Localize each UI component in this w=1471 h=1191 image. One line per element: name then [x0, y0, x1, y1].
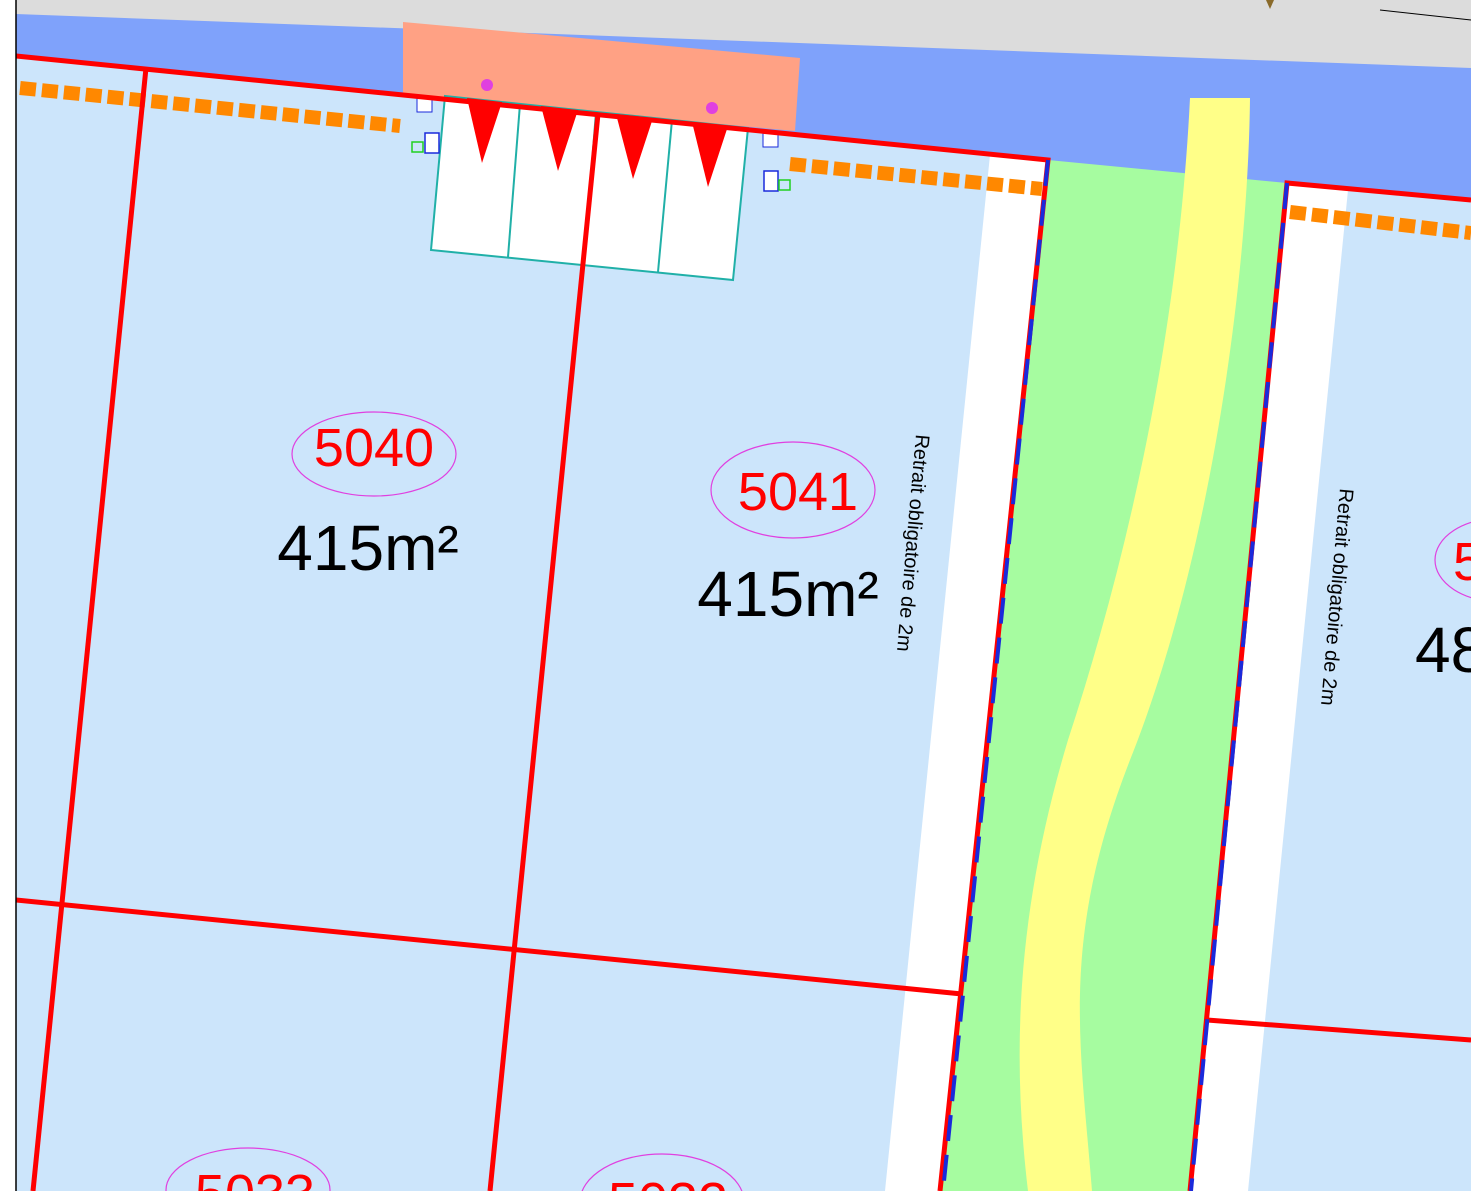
- lot-block-left: [16, 56, 1048, 1191]
- lighting-point-icons: [481, 79, 718, 114]
- lot-area-5041: 415m²: [697, 558, 878, 630]
- lot-number-ellipses: [165, 411, 1471, 1191]
- easement-dashed-lines: [941, 159, 1289, 1191]
- north-marker-icon: [1266, 0, 1274, 9]
- lot-number-5041: 5041: [738, 462, 858, 522]
- lot-number-5033: 5033: [195, 1164, 315, 1191]
- parking-markers: [467, 98, 728, 187]
- setback-strip-right: [1190, 183, 1348, 1191]
- setback-strip-left: [885, 155, 1048, 1191]
- lot-number-5032: 5032: [608, 1172, 728, 1191]
- lot-area-5040: 415m²: [277, 512, 458, 584]
- lot-number-partial-right: 5: [1453, 532, 1471, 592]
- hedge-lines: [19, 81, 1471, 240]
- lot-number-5040: 5040: [314, 418, 434, 478]
- sidewalk-edge: [1379, 9, 1471, 21]
- pedestrian-path: [1019, 98, 1250, 1191]
- lot-area-partial-right: 48: [1415, 614, 1471, 686]
